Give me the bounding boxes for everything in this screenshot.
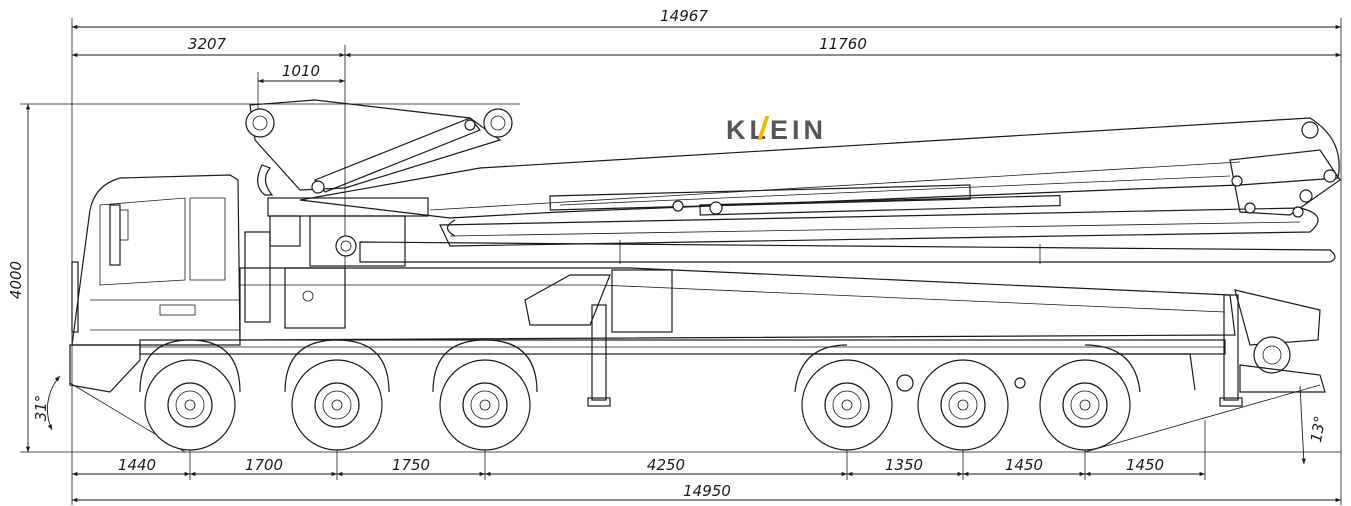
- dim-pivot-offset: 1010: [282, 62, 320, 80]
- dim-wheelbase-2: 1750: [392, 456, 430, 474]
- klein-logo: KLEIN: [726, 115, 827, 145]
- wheel-1: [139, 339, 241, 451]
- dim-overall-bottom: 14950: [683, 482, 731, 500]
- boom-assembly: [245, 99, 1341, 264]
- turret: [244, 164, 429, 323]
- wheels: [139, 339, 1196, 451]
- cab: [69, 174, 241, 393]
- wheel-6: [1039, 344, 1141, 451]
- dim-wheelbase-5: 1450: [1005, 456, 1043, 474]
- dim-wheelbase-0: 1440: [118, 456, 156, 474]
- dimension-labels: 14967 3207 11760 1010 4000 31° 13° 1440 …: [7, 7, 1329, 500]
- brand-logo-text: KLEIN: [726, 115, 827, 145]
- dim-wheelbase-4: 1350: [885, 456, 923, 474]
- dim-wheelbase-6: 1450: [1126, 456, 1164, 474]
- chassis: [139, 267, 1326, 407]
- wheel-5: [917, 359, 1009, 451]
- dim-boom-reach: 11760: [819, 35, 867, 53]
- wheel-4: [794, 344, 893, 451]
- wheel-3: [432, 339, 538, 451]
- logo-accent-slash: [757, 116, 770, 140]
- dim-wheelbase-3: 4250: [647, 456, 685, 474]
- dim-departure-angle: 13°: [1307, 414, 1329, 443]
- dim-approach-angle: 31°: [32, 395, 50, 422]
- wheel-2: [284, 339, 390, 451]
- dim-rear-overhang: 3207: [188, 35, 227, 53]
- dim-height: 4000: [7, 261, 25, 299]
- dim-overall-top: 14967: [660, 7, 708, 25]
- dim-wheelbase-1: 1700: [245, 456, 283, 474]
